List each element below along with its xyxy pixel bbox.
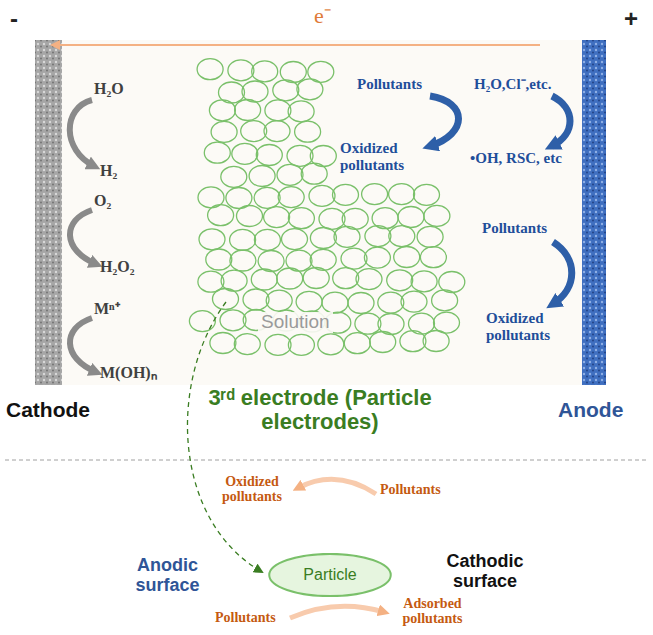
cathode-reaction-arrows (70, 100, 96, 372)
polarity-sign: + (624, 6, 638, 32)
pollutant-label: Pollutants (215, 610, 276, 625)
oxidant-label: •OH, RSC, etc (470, 150, 562, 167)
electron-flow-arrow (52, 44, 540, 46)
product-label: H₂O₂ (100, 258, 134, 276)
anode-plate (582, 40, 606, 385)
node-text: Particle (303, 566, 356, 584)
anode-reaction-arrows (430, 96, 572, 304)
section-divider (5, 460, 648, 461)
pollutant-label: Pollutants (357, 76, 422, 93)
particle-electrodes (189, 59, 464, 356)
cathode-plate (35, 40, 62, 385)
solution-ground (62, 40, 582, 385)
product-label: Adsorbed pollutants (390, 596, 475, 627)
reactant-label: H₂O (94, 80, 124, 98)
electron-label: e⁻ (314, 4, 331, 28)
solution-label: Solution (258, 312, 333, 333)
surface-name: Anodic surface (120, 556, 215, 596)
product-label: H₂ (100, 162, 117, 180)
electrode-name: 3ʳᵈ electrode (Particle electrodes) (200, 386, 440, 434)
polarity-sign: - (10, 6, 18, 32)
pollutant-label: Pollutants (482, 220, 547, 237)
surface-name: Cathodic surface (430, 552, 540, 592)
reactant-label: O₂ (94, 192, 111, 210)
product-label: Oxidized pollutants (486, 310, 566, 343)
product-label: Oxidized pollutants (212, 474, 292, 505)
electrode-name: Anode (558, 398, 623, 421)
pollutant-label: Pollutants (380, 482, 441, 497)
product-label: M(OH)ₙ (100, 364, 157, 382)
reactant-label: H₂O,Cl⁻,etc. (474, 76, 551, 93)
zoom-leader (187, 302, 262, 572)
particle-ellipse: Particle (268, 553, 392, 597)
electrode-name: Cathode (6, 398, 90, 421)
product-label: Oxidized pollutants (340, 140, 420, 173)
reactant-label: Mⁿ⁺ (94, 300, 120, 318)
surface-reaction-arrows (290, 479, 384, 618)
